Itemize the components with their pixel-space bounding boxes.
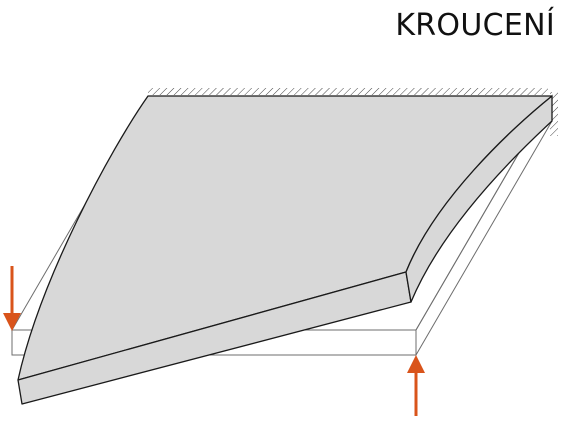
plate-right-face xyxy=(405,95,553,303)
diagram-title: KROUCENÍ xyxy=(395,8,555,43)
up-force-arrow xyxy=(407,355,425,416)
support-hatching-top xyxy=(148,88,548,95)
plate-top-surface xyxy=(17,95,553,381)
support-hatching-right xyxy=(550,92,558,136)
twisted-plate xyxy=(17,95,553,405)
down-force-arrow xyxy=(3,266,21,331)
